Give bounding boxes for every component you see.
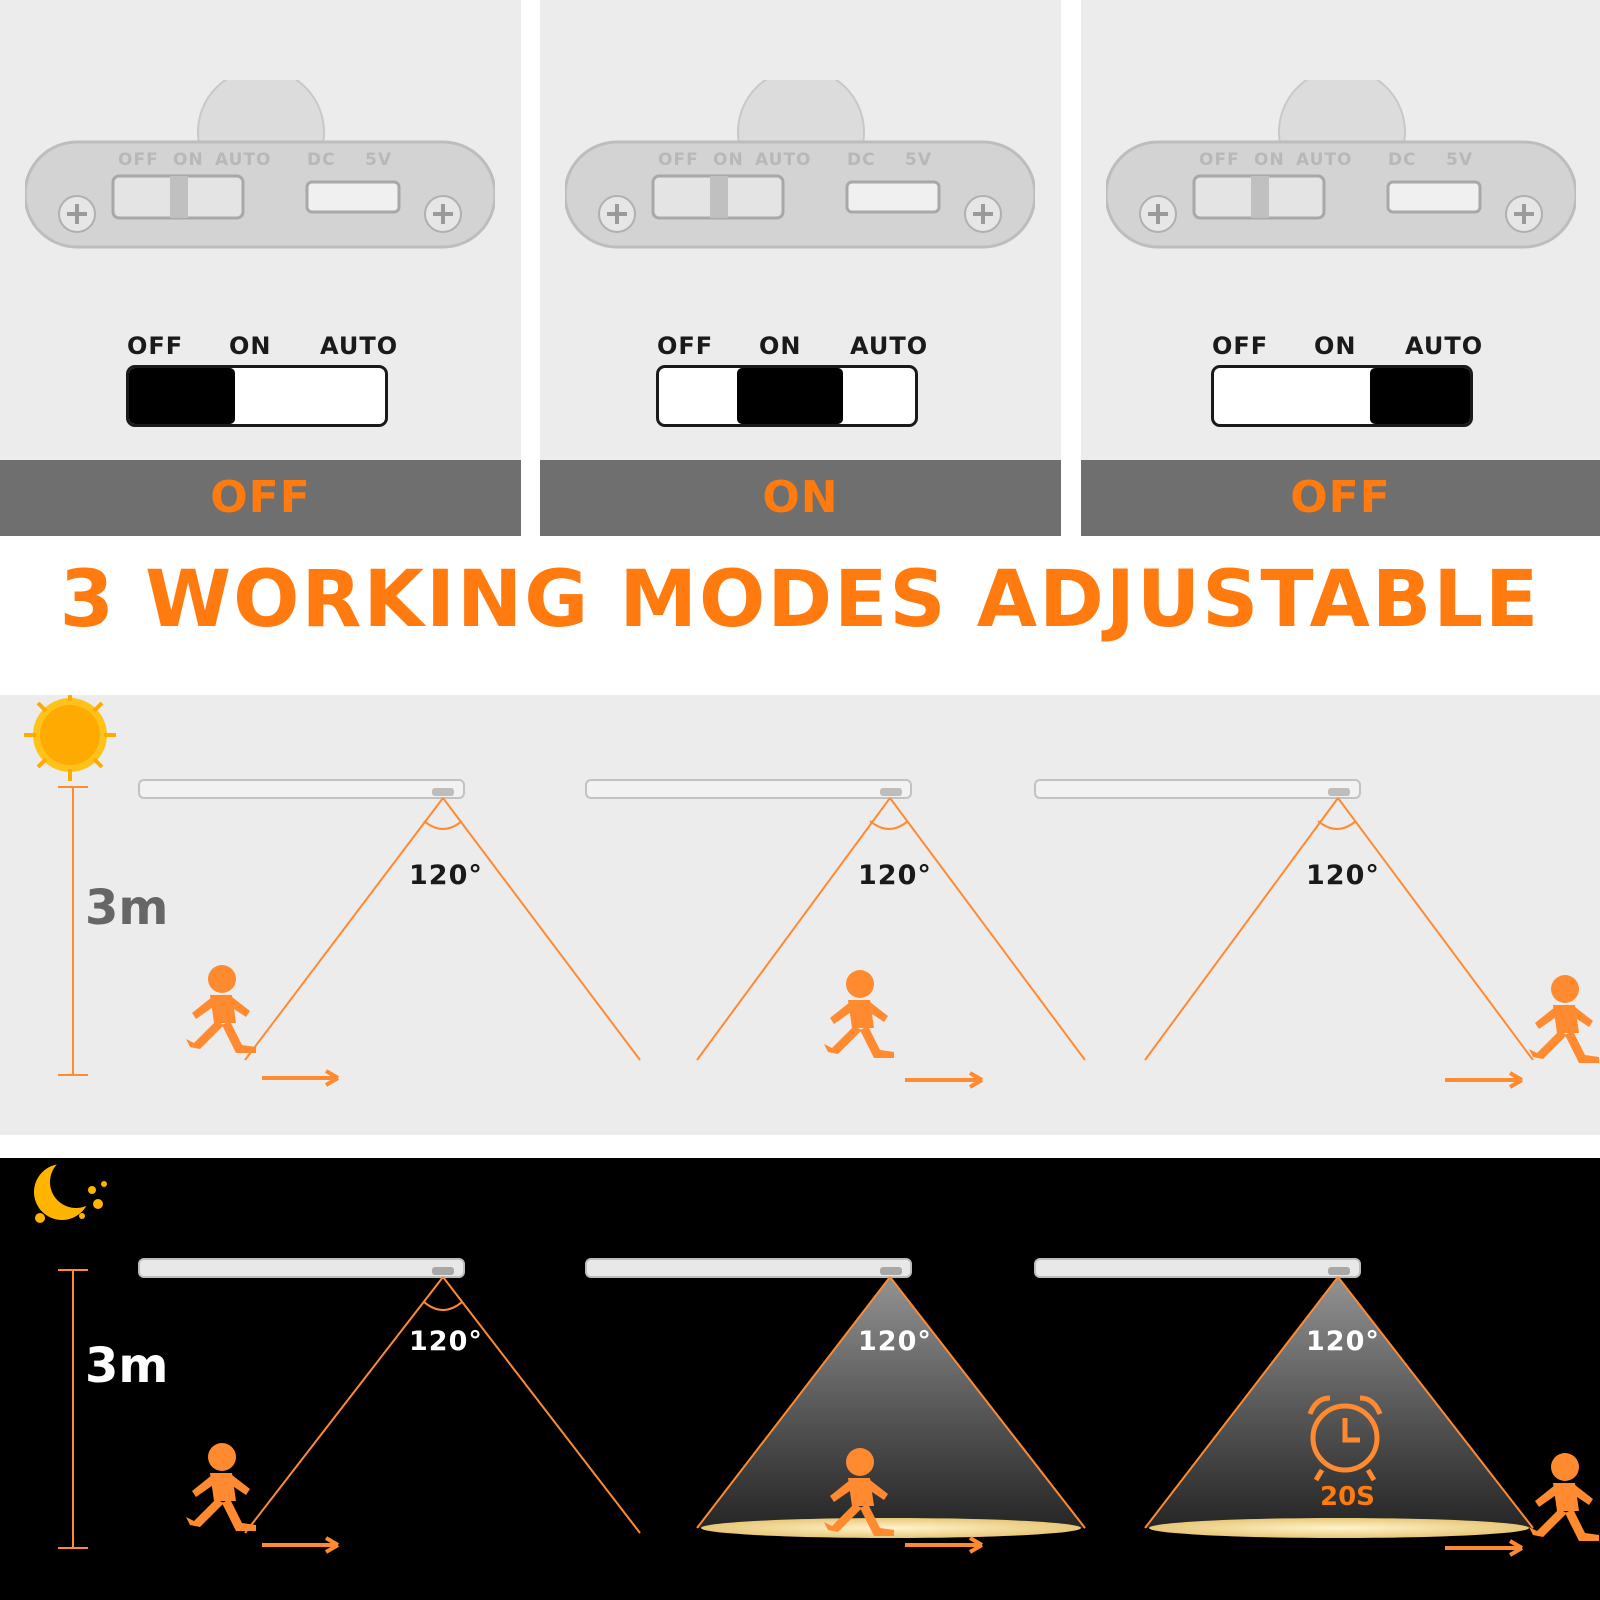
switch-knob bbox=[1370, 368, 1470, 424]
mode-switch bbox=[656, 365, 918, 427]
module-label-5v: 5V bbox=[1446, 150, 1473, 170]
angle-label: 120° bbox=[409, 860, 483, 891]
sun-icon bbox=[24, 695, 116, 781]
angle-label: 120° bbox=[1306, 1326, 1380, 1357]
sensor-module: OFF ON AUTO DC 5V bbox=[1106, 80, 1576, 255]
mode-label: OFF bbox=[0, 460, 521, 536]
module-label-on: ON bbox=[1254, 150, 1285, 170]
switch-label-on: ON bbox=[759, 332, 802, 360]
module-label-off: OFF bbox=[1199, 150, 1240, 170]
module-label-off: OFF bbox=[658, 150, 699, 170]
headline: 3 WORKING MODES ADJUSTABLE bbox=[59, 555, 1541, 645]
switch-label-auto: AUTO bbox=[1405, 332, 1484, 360]
module-label-auto: AUTO bbox=[1296, 150, 1353, 170]
night-scene: 3m 120° 120° 120° 20S bbox=[0, 1158, 1600, 1600]
day-scene-drawing bbox=[24, 695, 1599, 1089]
switch-knob bbox=[129, 368, 235, 424]
height-label: 3m bbox=[85, 880, 169, 936]
angle-label: 120° bbox=[1306, 860, 1380, 891]
module-label-auto: AUTO bbox=[755, 150, 812, 170]
day-scene: 3m 120° 120° 120° bbox=[0, 695, 1600, 1135]
height-label: 3m bbox=[85, 1338, 169, 1394]
module-label-on: ON bbox=[713, 150, 744, 170]
mode-panel-1: OFF ON AUTO DC 5V OFF ON AUTO OFF bbox=[0, 0, 521, 536]
module-label-auto: AUTO bbox=[215, 150, 272, 170]
sensor-module: OFF ON AUTO DC 5V bbox=[565, 80, 1035, 255]
mode-label: ON bbox=[540, 460, 1061, 536]
angle-label: 120° bbox=[858, 1326, 932, 1357]
module-label-off: OFF bbox=[118, 150, 159, 170]
module-label-5v: 5V bbox=[365, 150, 392, 170]
module-label-dc: DC bbox=[1388, 150, 1417, 170]
mode-panel-2: OFF ON AUTO DC 5V OFF ON AUTO ON bbox=[540, 0, 1061, 536]
alarm-clock-icon bbox=[1307, 1395, 1383, 1482]
angle-label: 120° bbox=[409, 1326, 483, 1357]
moon-icon bbox=[34, 1158, 107, 1223]
module-label-5v: 5V bbox=[905, 150, 932, 170]
timer-label: 20S bbox=[1320, 1482, 1375, 1512]
sensor-module: OFF ON AUTO DC 5V bbox=[25, 80, 495, 255]
switch-label-off: OFF bbox=[657, 332, 714, 360]
module-label-on: ON bbox=[173, 150, 204, 170]
mode-switch bbox=[126, 365, 388, 427]
switch-label-auto: AUTO bbox=[320, 332, 399, 360]
module-label-dc: DC bbox=[847, 150, 876, 170]
mode-switch bbox=[1211, 365, 1473, 427]
night-scene-drawing bbox=[34, 1158, 1599, 1557]
switch-label-auto: AUTO bbox=[850, 332, 929, 360]
switch-label-on: ON bbox=[229, 332, 272, 360]
module-label-dc: DC bbox=[307, 150, 336, 170]
switch-label-on: ON bbox=[1314, 332, 1357, 360]
mode-panel-3: OFF ON AUTO DC 5V OFF ON AUTO OFF bbox=[1081, 0, 1600, 536]
switch-knob bbox=[737, 368, 843, 424]
switch-label-off: OFF bbox=[1212, 332, 1269, 360]
switch-label-off: OFF bbox=[127, 332, 184, 360]
mode-label: OFF bbox=[1081, 460, 1600, 536]
angle-label: 120° bbox=[858, 860, 932, 891]
